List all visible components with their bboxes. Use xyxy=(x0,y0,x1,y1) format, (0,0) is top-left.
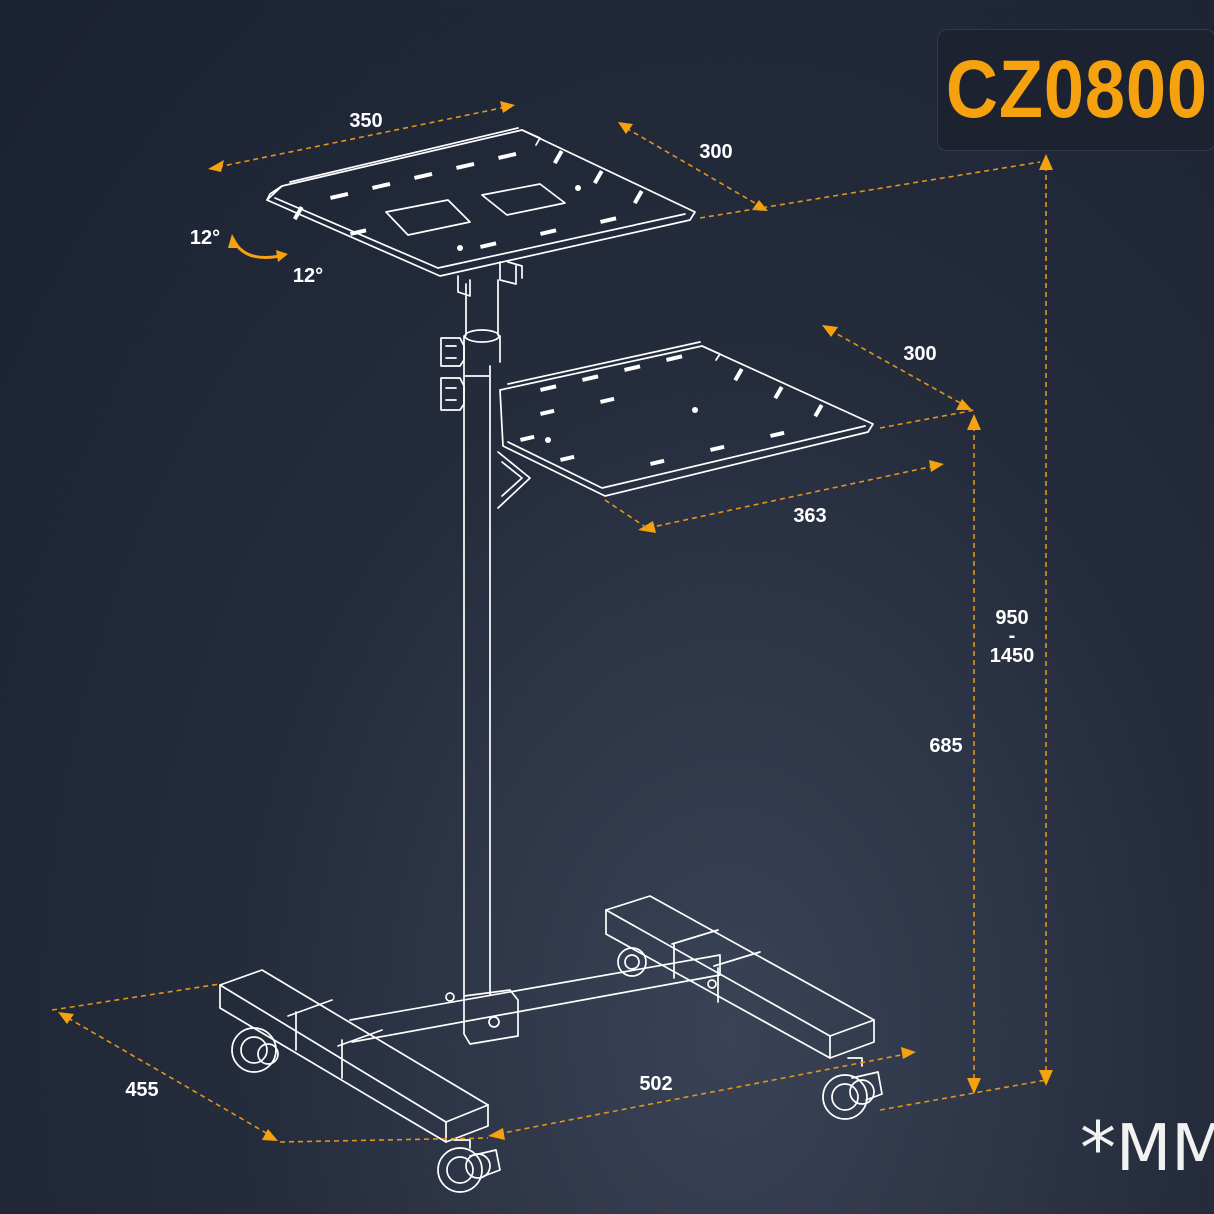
dim-base-depth: 455 xyxy=(125,1079,158,1101)
dim-shelf-depth: 300 xyxy=(903,343,936,365)
dimension-lines xyxy=(51,101,1053,1143)
dim-height-min: 950 xyxy=(995,607,1028,629)
dimension-labels: 350 300 12° 12° 300 363 950 - 1450 685 4… xyxy=(125,110,1034,1101)
dim-base-width: 502 xyxy=(639,1073,672,1095)
casters xyxy=(231,947,883,1193)
top-tray xyxy=(266,127,696,277)
dim-tilt-b: 12° xyxy=(293,265,323,287)
column xyxy=(440,261,523,996)
dim-height-max: 1450 xyxy=(990,645,1035,667)
base xyxy=(219,895,875,1143)
units-label: MM xyxy=(1116,1112,1214,1186)
caster-front-left xyxy=(437,1139,501,1193)
model-badge: CZ0800 xyxy=(937,29,1214,151)
units-note: *MM xyxy=(1080,1106,1214,1196)
caster-rear-left xyxy=(231,1027,279,1073)
dim-tilt-a: 12° xyxy=(190,227,220,249)
caster-rear-right xyxy=(617,947,647,977)
units-star: * xyxy=(1080,1106,1116,1190)
laptop-shelf xyxy=(497,341,874,509)
dim-shelf-width: 363 xyxy=(793,505,826,527)
model-code: CZ0800 xyxy=(945,44,1208,135)
dim-shelf-height: 685 xyxy=(929,735,962,757)
caster-front-right xyxy=(822,1057,883,1120)
dim-top-depth: 300 xyxy=(699,141,732,163)
dim-height-sep: - xyxy=(1009,625,1016,647)
dim-top-width: 350 xyxy=(349,110,382,132)
